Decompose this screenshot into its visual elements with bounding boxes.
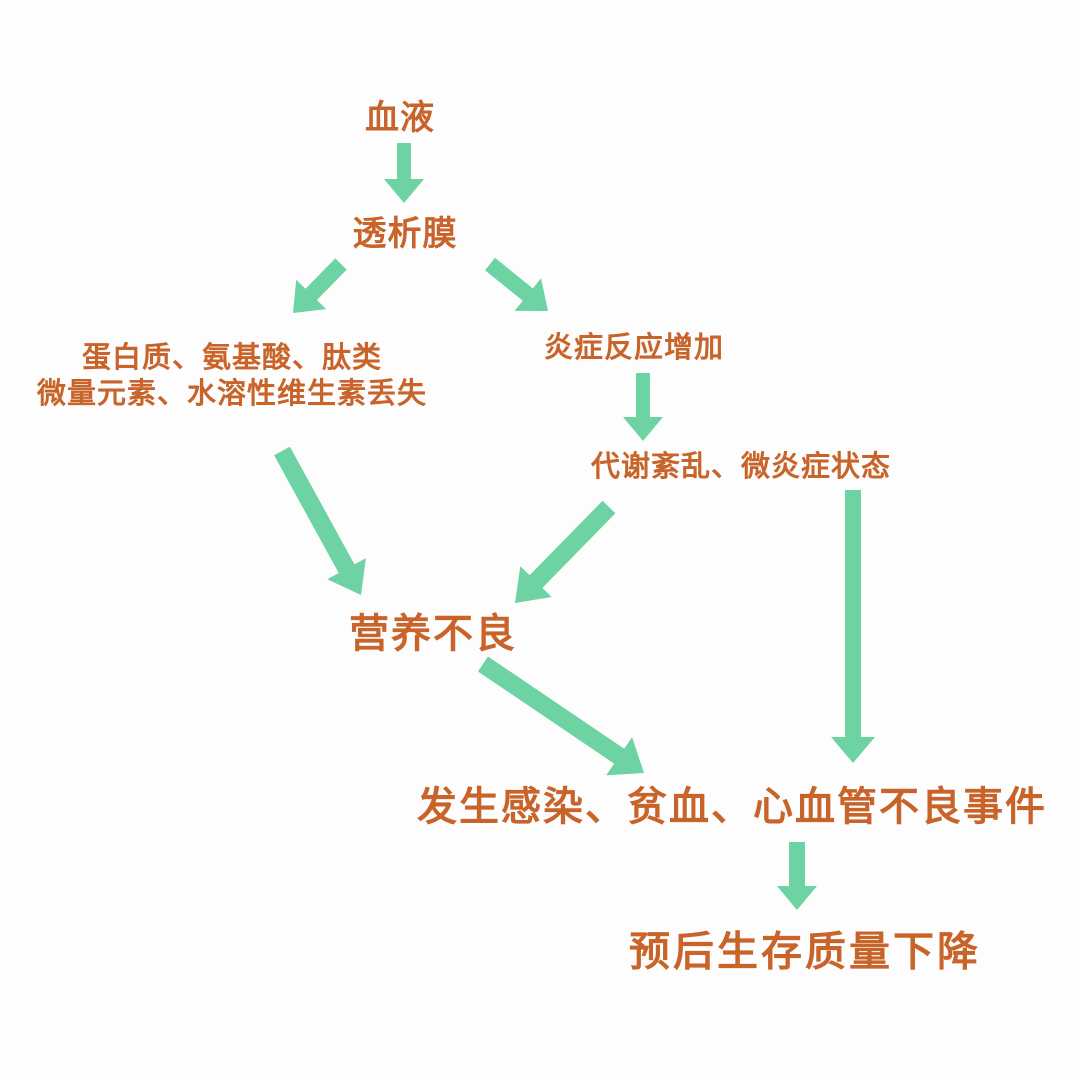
arrow-complications-to-prognosis: [777, 842, 817, 910]
node-prognosis-label: 预后生存质量下降: [629, 927, 981, 976]
node-prognosis: 预后生存质量下降: [629, 926, 981, 977]
node-blood-label: 血液: [365, 97, 435, 138]
arrow-metabolic-to-complications: [831, 490, 875, 763]
arrow-blood-to-membrane: [384, 143, 424, 203]
node-malnutrition-label: 营养不良: [349, 610, 517, 657]
node-complications-label: 发生感染、贫血、心血管不良事件: [417, 783, 1047, 830]
arrow-metabolic-to-malnutrition: [515, 500, 616, 603]
node-dialysis-membrane: 透析膜: [353, 213, 458, 256]
node-malnutrition: 营养不良: [349, 609, 517, 659]
node-nutrient-loss-line1: 蛋白质、氨基酸、肽类: [81, 339, 383, 374]
arrow-inflammation-to-metabolic: [623, 373, 663, 441]
node-complications: 发生感染、贫血、心血管不良事件: [417, 782, 1047, 832]
arrow-malnutrition-to-complications: [478, 656, 644, 776]
node-nutrient-loss-line2: 微量元素、水溶性维生素丢失: [36, 376, 428, 410]
node-inflammation-label: 炎症反应增加: [543, 329, 725, 364]
node-metabolic-disorder-label: 代谢紊乱、微炎症状态: [590, 448, 892, 483]
arrow-membrane-to-inflammation: [485, 257, 548, 311]
node-nutrient-loss: 蛋白质、氨基酸、肽类 微量元素、水溶性维生素丢失: [37, 339, 427, 412]
node-blood: 血液: [365, 97, 435, 140]
node-metabolic-disorder: 代谢紊乱、微炎症状态: [591, 448, 891, 484]
arrow-nutrient-loss-to-malnutrition: [274, 446, 366, 595]
arrow-membrane-to-nutrient-loss: [293, 258, 347, 313]
node-inflammation: 炎症反应增加: [544, 329, 724, 365]
arrows-layer: [274, 143, 875, 910]
node-dialysis-membrane-label: 透析膜: [352, 213, 458, 254]
